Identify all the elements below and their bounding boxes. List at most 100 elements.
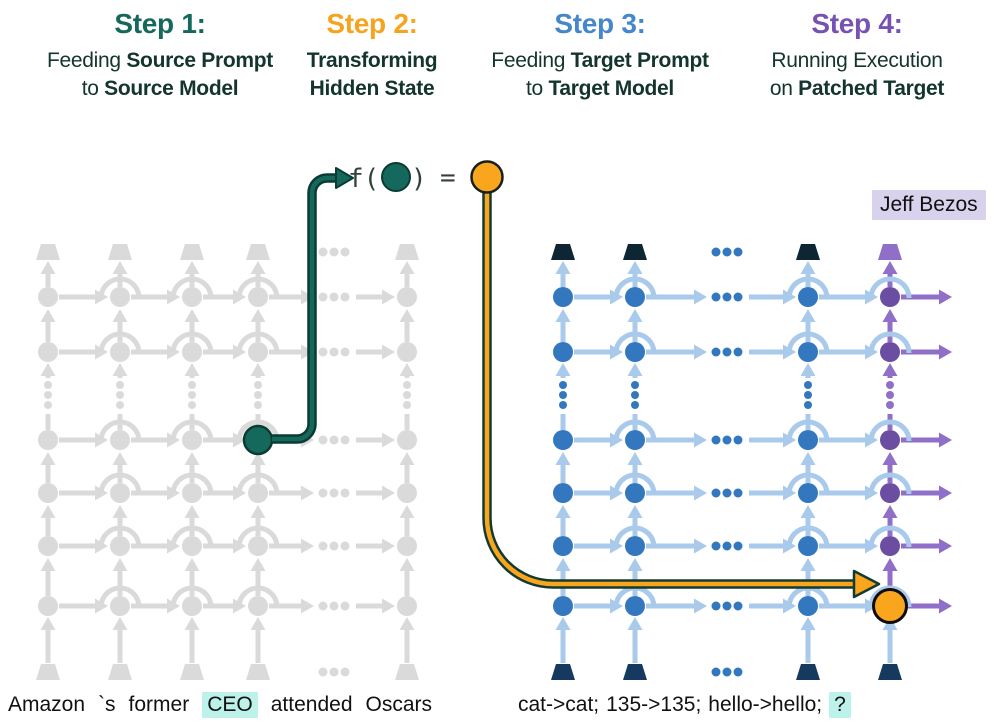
hidden-state-node	[397, 430, 417, 450]
up-arrow-head	[184, 363, 200, 376]
attention-arc	[170, 472, 214, 495]
up-arrow-head	[800, 261, 816, 274]
subtitle-run: Running Execution	[771, 49, 943, 72]
subtitle-run: Target Model	[548, 77, 674, 100]
ellipsis-dot	[722, 435, 732, 445]
ellipsis-dot	[722, 541, 732, 551]
hidden-state-node	[397, 596, 417, 616]
hidden-state-node	[553, 342, 573, 362]
subtitle-run: Hidden State	[309, 77, 435, 100]
input-token-trapezoid	[796, 664, 820, 680]
ellipsis-dot	[329, 541, 339, 551]
ellipsis-dot	[329, 488, 339, 498]
ellipsis-dot	[340, 247, 350, 257]
prompt-token: hello->hello;	[708, 693, 823, 716]
hidden-state-node	[880, 342, 900, 362]
hidden-state-node	[110, 342, 130, 362]
up-arrow-head	[555, 617, 571, 630]
ellipsis-dot	[559, 391, 567, 399]
hidden-state-node	[248, 342, 268, 362]
right-arrow-head	[694, 289, 707, 305]
ellipsis-dot	[733, 347, 743, 357]
ellipsis-dot	[254, 391, 262, 399]
hidden-state-node	[798, 536, 818, 556]
ellipsis-dot	[722, 488, 732, 498]
right-arrow-head	[939, 538, 952, 554]
ellipsis-dot	[559, 401, 567, 409]
hidden-state-node	[553, 430, 573, 450]
input-token-trapezoid	[36, 664, 60, 680]
output-token-trapezoid	[551, 244, 575, 260]
ellipsis-dot	[188, 381, 196, 389]
up-arrow-head	[112, 558, 128, 571]
up-arrow-head	[399, 558, 415, 571]
up-arrow-head	[399, 617, 415, 630]
attention-arc	[786, 419, 830, 442]
attention-arc	[613, 472, 657, 495]
ellipsis-dot	[318, 488, 328, 498]
extraction-path-outline	[272, 173, 337, 444]
hidden-state-node	[625, 287, 645, 307]
up-arrow-head	[40, 452, 56, 465]
step-3-title: Step 3:	[554, 8, 646, 39]
ellipsis-dot	[711, 435, 721, 445]
hidden-state-node	[397, 287, 417, 307]
token-column	[36, 244, 60, 680]
ellipsis-dot	[631, 381, 639, 389]
hidden-state-node	[798, 596, 818, 616]
hidden-state-node	[553, 483, 573, 503]
up-arrow-head	[112, 452, 128, 465]
extraction-arrow-head	[335, 167, 354, 189]
ellipsis-dot	[329, 292, 339, 302]
ellipsis-dot	[340, 488, 350, 498]
subtitle-run: Patched Target	[798, 77, 945, 100]
input-token-trapezoid	[551, 664, 575, 680]
up-arrow-head	[627, 505, 643, 518]
output-token-trapezoid	[36, 244, 60, 260]
up-arrow-head	[250, 617, 266, 630]
ellipsis-dot	[733, 541, 743, 551]
ellipsis-dot	[340, 541, 350, 551]
attention-arc	[786, 276, 830, 299]
up-arrow-head	[800, 558, 816, 571]
ellipsis-dot	[340, 292, 350, 302]
hidden-state-node	[397, 536, 417, 556]
up-arrow-head	[250, 309, 266, 322]
output-token-trapezoid	[246, 244, 270, 260]
ellipsis-dot	[318, 667, 328, 677]
hidden-state-node	[798, 483, 818, 503]
up-arrow-head	[184, 558, 200, 571]
up-arrow-head	[112, 505, 128, 518]
input-token-trapezoid	[623, 664, 647, 680]
ellipsis-dot	[711, 292, 721, 302]
up-arrow-head	[627, 261, 643, 274]
transform-input-state-circle	[381, 162, 411, 192]
ellipsis-dot	[733, 667, 743, 677]
right-arrow-head	[382, 598, 395, 614]
output-token-trapezoid	[878, 244, 902, 260]
right-arrow-head	[694, 598, 707, 614]
prompt-token: attended	[270, 693, 353, 716]
hidden-state-node	[110, 536, 130, 556]
prompt-token-highlighted: CEO	[202, 692, 258, 718]
hidden-state-node	[110, 596, 130, 616]
hidden-state-node	[880, 287, 900, 307]
attention-arc	[868, 525, 912, 548]
attention-arc	[786, 525, 830, 548]
right-arrow-head	[382, 289, 395, 305]
ellipsis-dot	[44, 381, 52, 389]
up-arrow-head	[627, 452, 643, 465]
attention-arc	[98, 419, 142, 442]
residual-arrows	[574, 289, 952, 614]
up-arrow-head	[882, 261, 898, 274]
subtitle-run: Feeding	[491, 49, 571, 72]
attention-arc	[613, 419, 657, 442]
target-model-grid	[551, 244, 952, 680]
hidden-state-node	[182, 430, 202, 450]
output-token-trapezoid	[108, 244, 132, 260]
hidden-state-node	[880, 483, 900, 503]
